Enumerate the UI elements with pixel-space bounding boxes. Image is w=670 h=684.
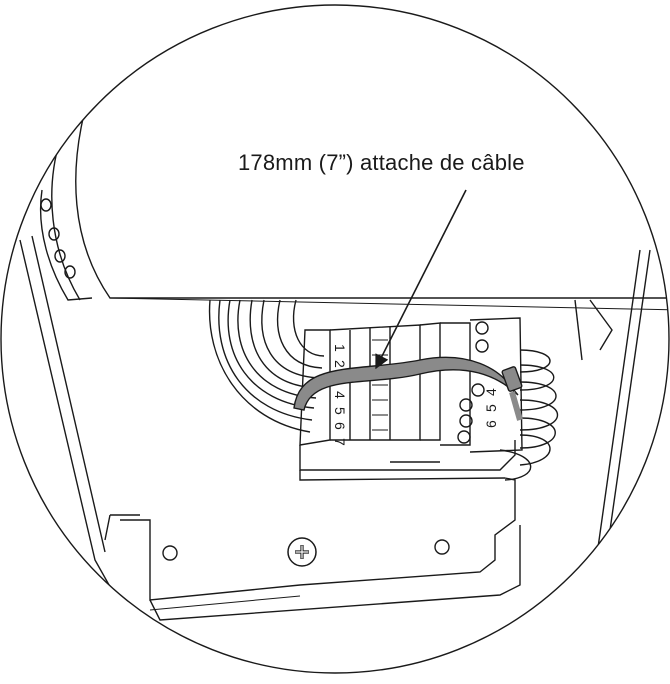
terminal-number: 2 <box>332 360 348 368</box>
wire-coils-right <box>499 349 559 481</box>
terminal-number: 6 <box>483 420 499 428</box>
right-bracket <box>574 299 613 361</box>
detail-circle <box>0 4 670 674</box>
terminal-number: 6 <box>332 422 348 430</box>
arrow-icon <box>375 189 467 370</box>
cable-tie <box>293 356 523 421</box>
wire-bundle-left <box>208 299 325 433</box>
terminal-number: 5 <box>332 407 348 415</box>
terminal-number: 5 <box>483 404 499 412</box>
terminal-numbers-left: 1 2 4 5 6 7 <box>332 344 348 446</box>
terminal-numbers-right: 4 5 6 <box>483 388 499 428</box>
terminal-block <box>299 317 523 481</box>
terminal-number: 7 <box>332 438 348 446</box>
terminal-number: 4 <box>483 388 499 396</box>
terminal-number: 4 <box>332 391 348 399</box>
cable-tie-callout: 178mm (7”) attache de câble <box>238 150 525 175</box>
mounting-plate <box>104 477 521 621</box>
upper-housing <box>39 109 669 311</box>
terminal-number: 1 <box>332 344 348 352</box>
phillips-screw-icon <box>287 537 317 567</box>
